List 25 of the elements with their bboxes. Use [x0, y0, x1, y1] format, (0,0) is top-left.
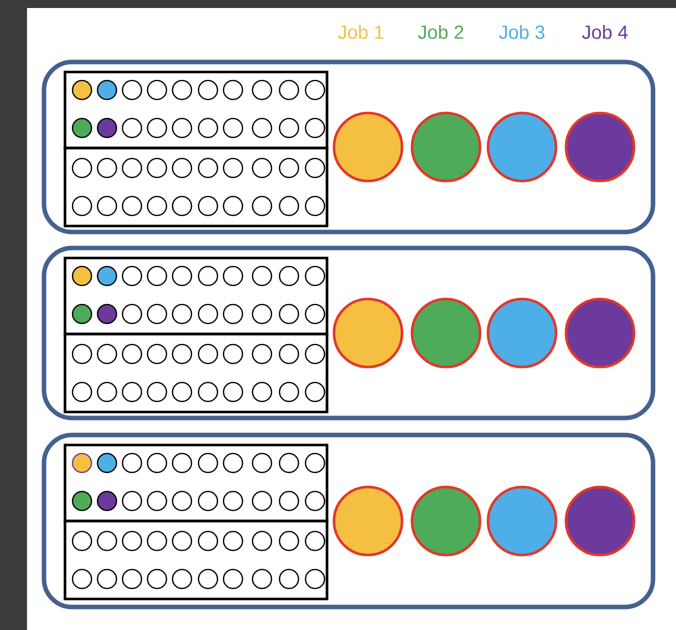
job-circle [564, 298, 636, 368]
legend-label: Job 3 [499, 25, 544, 39]
legend-label: Job 2 [418, 25, 464, 39]
legend-label: Job 4 [582, 25, 628, 39]
rounded-panel [42, 246, 656, 420]
slot-box [64, 332, 328, 414]
slot-box [64, 520, 328, 600]
job-circle [332, 486, 404, 556]
job-circle [332, 298, 404, 368]
job-circle [486, 486, 558, 556]
job-circle [564, 112, 636, 182]
job-circle [332, 112, 404, 182]
slot-box [64, 70, 328, 150]
slot-box [64, 146, 328, 228]
job-circle [564, 486, 636, 556]
legend-label: Job 1 [338, 25, 384, 39]
rounded-panel [42, 432, 656, 610]
slot-box [64, 256, 328, 336]
job-circle [410, 112, 482, 182]
job-circle [486, 112, 558, 182]
rounded-panel [42, 60, 656, 234]
job-circle [410, 486, 482, 556]
job-circle [486, 298, 558, 368]
slot-box [64, 444, 328, 522]
job-circle [410, 298, 482, 368]
